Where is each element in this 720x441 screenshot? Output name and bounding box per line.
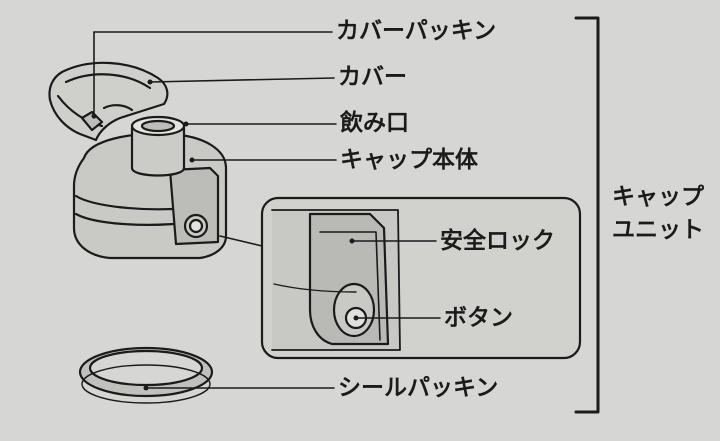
label-button: ボタン	[444, 305, 513, 331]
label-cover-packing: カバーパッキン	[336, 18, 497, 44]
leader-lines	[93, 31, 441, 389]
spout-drawing	[130, 115, 337, 177]
label-safety-lock: 安全ロック	[440, 228, 555, 254]
label-seal-packing: シールパッキン	[338, 375, 499, 401]
label-cover: カバー	[338, 64, 407, 90]
label-spout: 飲み口	[340, 110, 409, 136]
zoom-connector	[219, 235, 263, 247]
seal-packing-drawing	[78, 346, 214, 404]
zoom-detail-drawing	[260, 196, 582, 360]
label-cap-unit-line2: ユニット	[612, 217, 704, 243]
cover-drawing	[48, 61, 169, 142]
leader-dots	[91, 79, 359, 391]
label-cap-body: キャップ本体	[340, 147, 478, 173]
label-cap-unit-line1: キャップ	[612, 184, 704, 210]
cover-packing-drawing	[80, 31, 104, 132]
cap-unit-bracket	[574, 16, 600, 414]
